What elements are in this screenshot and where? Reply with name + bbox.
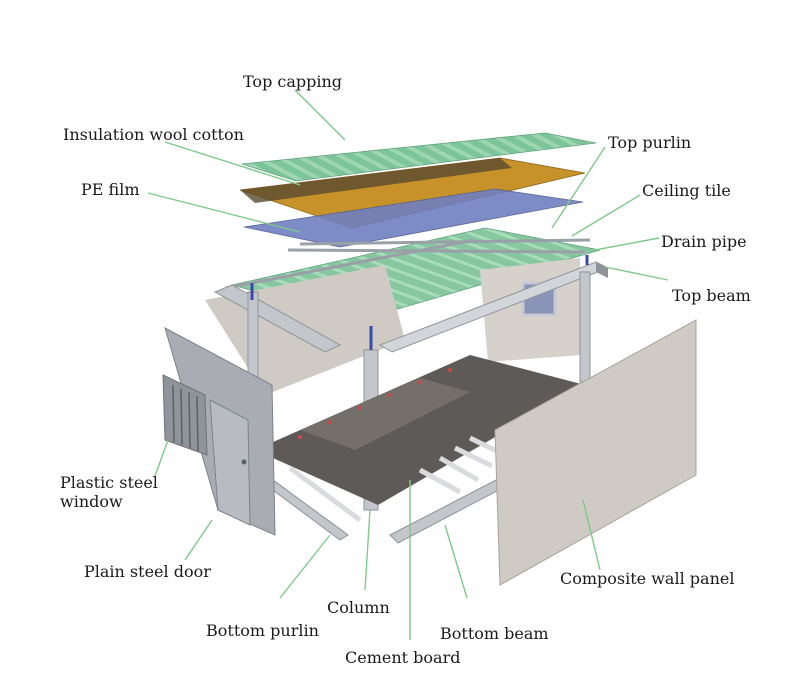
insulation-layer [239, 157, 586, 229]
label-cement-board: Cement board [345, 648, 461, 667]
label-top-purlin: Top purlin [608, 133, 692, 152]
plain-steel-door-panel [164, 327, 276, 536]
floor-cement-board [255, 355, 585, 505]
label-insulation-wool-cotton: Insulation wool cotton [63, 125, 244, 144]
label-bottom-beam: Bottom beam [440, 624, 549, 643]
label-top-beam: Top beam [672, 286, 751, 305]
top-capping-sheet [241, 132, 597, 182]
label-top-capping: Top capping [243, 72, 343, 91]
label-composite-wall-panel: Composite wall panel [560, 569, 735, 588]
red-fixing-points [298, 368, 452, 439]
label-pe-film: PE film [81, 180, 140, 199]
label-drain-pipe: Drain pipe [661, 232, 747, 251]
label-ceiling-tile: Ceiling tile [642, 181, 731, 200]
plastic-steel-window [162, 374, 208, 456]
label-plastic-steel-window-line2: window [60, 492, 123, 511]
pe-film-layer [243, 188, 584, 248]
composite-wall-panel [494, 319, 697, 586]
label-column: Column [327, 598, 390, 617]
label-plain-steel-door: Plain steel door [84, 562, 211, 581]
leader-lines [147, 89, 669, 640]
label-bottom-purlin: Bottom purlin [206, 621, 319, 640]
drain-pipes [250, 255, 589, 350]
top-purlin-bars [225, 238, 591, 290]
label-plastic-steel-window-line1: Plastic steel [60, 473, 158, 492]
